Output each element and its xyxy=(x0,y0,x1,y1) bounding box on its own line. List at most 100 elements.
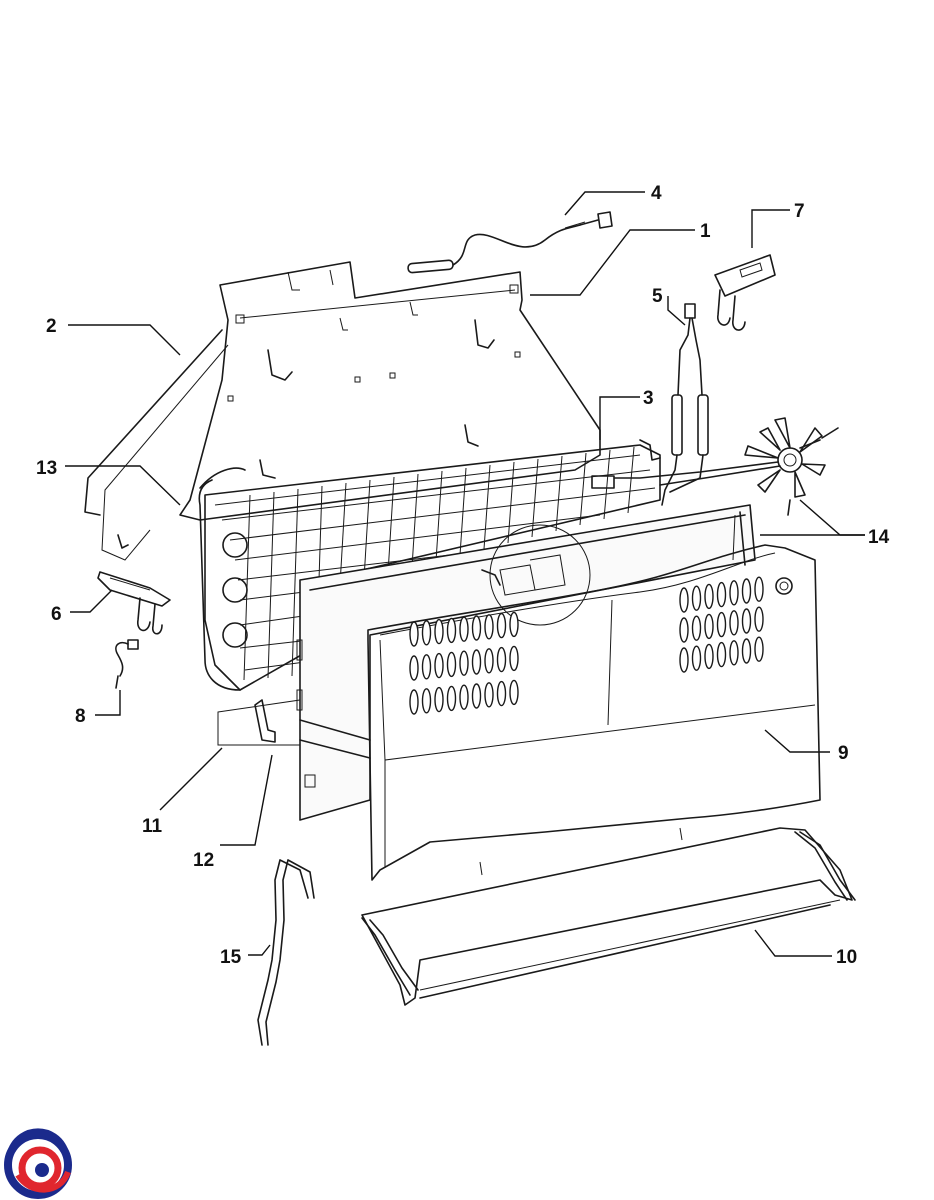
brand-logo xyxy=(4,1128,72,1199)
leader-10 xyxy=(754,929,832,957)
leader-13 xyxy=(65,465,181,506)
label-11: 11 xyxy=(142,816,163,837)
vent-slot xyxy=(691,645,702,671)
leader-lines xyxy=(65,191,865,957)
coil-fin xyxy=(435,470,443,562)
label-10: 10 xyxy=(836,947,857,968)
label-15: 15 xyxy=(220,947,242,968)
leader-14 xyxy=(799,499,865,536)
wire-rod-part xyxy=(257,859,315,1046)
vent-slot xyxy=(704,583,714,610)
vent-slot xyxy=(421,620,432,646)
bracket-part xyxy=(714,254,776,331)
vent-slot xyxy=(716,611,727,638)
coil-fin xyxy=(531,458,539,538)
label-5: 5 xyxy=(652,286,663,307)
coil-fin xyxy=(339,482,347,586)
vent-slot xyxy=(509,679,519,706)
front-panel-part xyxy=(367,544,821,881)
back-plate-part xyxy=(84,261,601,561)
coil-fin xyxy=(603,449,611,520)
label-13: 13 xyxy=(36,458,57,479)
vent-slot xyxy=(509,645,519,672)
label-9: 9 xyxy=(838,743,849,764)
sensor-cable-part xyxy=(407,211,613,274)
vent-slot xyxy=(471,683,482,709)
label-6: 6 xyxy=(51,604,62,625)
vent-slot xyxy=(459,650,469,676)
vent-slot xyxy=(496,646,507,673)
bottom-trough-part xyxy=(361,827,856,1006)
coil-fin xyxy=(627,446,635,514)
coil-fin xyxy=(387,476,395,574)
label-3: 3 xyxy=(643,388,654,409)
coil-fin xyxy=(483,464,491,550)
coil-fin xyxy=(555,455,563,532)
heater-element-part xyxy=(661,303,709,506)
vent-slot xyxy=(471,615,482,641)
label-14: 14 xyxy=(868,527,890,548)
vent-slot xyxy=(754,636,764,662)
leader-15 xyxy=(248,944,271,956)
vent-slot xyxy=(691,615,702,641)
coil-fin xyxy=(363,479,371,580)
label-7: 7 xyxy=(794,201,805,222)
label-12: 12 xyxy=(193,850,214,871)
coil-fin xyxy=(411,473,419,568)
vent-slot xyxy=(434,652,444,679)
vent-slot xyxy=(459,684,469,710)
leader-12 xyxy=(220,754,273,846)
vent-slot xyxy=(679,647,689,673)
label-2: 2 xyxy=(46,316,57,337)
leader-8 xyxy=(95,690,121,716)
leader-9 xyxy=(764,729,830,753)
coil-fin xyxy=(507,461,515,544)
vent-slot xyxy=(509,611,519,638)
vent-slot xyxy=(754,606,764,632)
logo-ring-red xyxy=(18,1146,62,1190)
leader-7 xyxy=(751,209,790,248)
logo-swoosh xyxy=(15,1170,71,1193)
vent-slot xyxy=(741,638,752,664)
vent-slot xyxy=(446,617,457,644)
vent-slot xyxy=(496,612,507,639)
vent-slot xyxy=(729,640,739,666)
vent-slot xyxy=(446,651,457,678)
coil-fin xyxy=(267,491,275,679)
vent-slot xyxy=(679,617,689,643)
vent-slot xyxy=(496,680,507,707)
vent-slot xyxy=(434,686,444,713)
vent-slot xyxy=(691,585,702,611)
vent-slot xyxy=(716,581,727,608)
leader-6 xyxy=(70,589,113,613)
drain-bracket-part xyxy=(217,699,301,746)
label-8: 8 xyxy=(75,706,86,727)
vent-slot xyxy=(679,587,689,613)
sensor-lead-part xyxy=(115,639,139,689)
leader-3 xyxy=(599,396,640,440)
fan-motor-part xyxy=(591,417,839,516)
vent-slot xyxy=(754,576,764,602)
vent-slot xyxy=(459,616,469,642)
vent-slot xyxy=(741,578,752,604)
vent-slot xyxy=(409,689,419,715)
leader-1 xyxy=(530,229,695,296)
vent-slot xyxy=(446,685,457,712)
vent-slot xyxy=(729,580,739,606)
vent-slot xyxy=(716,641,727,668)
vent-slot xyxy=(704,613,714,640)
vent-slot xyxy=(409,655,419,681)
coil-fin xyxy=(291,488,299,677)
vent-slot xyxy=(421,688,432,714)
thermostat-plate-part xyxy=(97,571,171,635)
logo-core xyxy=(35,1163,49,1177)
vent-slot xyxy=(421,654,432,680)
vent-slot xyxy=(434,618,444,645)
leader-5 xyxy=(667,296,686,326)
coil-fin xyxy=(459,467,467,556)
vent-slot xyxy=(741,608,752,634)
leader-11 xyxy=(159,747,223,811)
label-1: 1 xyxy=(700,221,711,242)
vent-slot xyxy=(484,614,494,640)
